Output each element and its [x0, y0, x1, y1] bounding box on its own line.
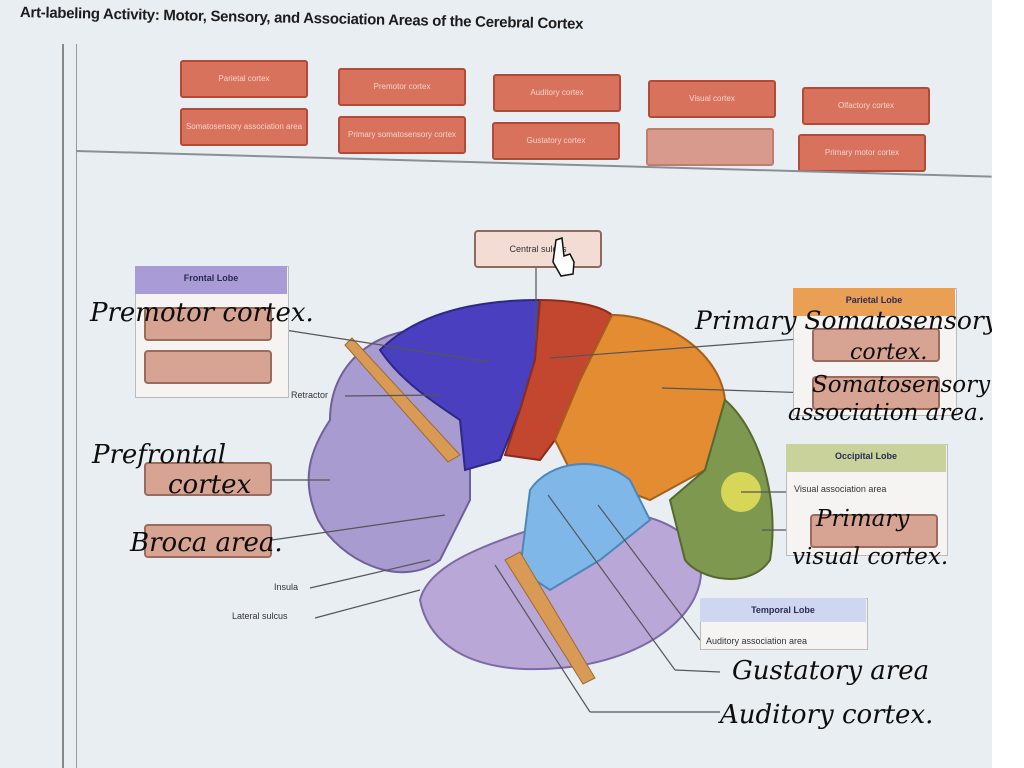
bank-chip[interactable]: Gustatory cortex	[492, 122, 620, 160]
handwritten-auditory: Auditory cortex.	[720, 700, 934, 730]
central-sulcus-label[interactable]: Central sulcus	[474, 230, 602, 268]
bank-chip[interactable]: Primary somatosensory cortex	[338, 116, 466, 154]
handwritten-prefrontal-1: Prefrontal	[92, 440, 227, 470]
handwritten-prefrontal-2: cortex	[168, 470, 252, 500]
drop-slot-primary-visual[interactable]	[810, 514, 938, 548]
drop-slot-premotor[interactable]	[144, 307, 272, 341]
visual-association-label: Visual association area	[794, 484, 887, 494]
parietal-lobe-heading: Parietal Lobe	[793, 288, 955, 316]
drop-slot-broca[interactable]	[144, 524, 272, 558]
drop-slot-somatosensory-association[interactable]	[812, 376, 940, 410]
bank-chip[interactable]: Primary motor cortex	[798, 134, 926, 172]
handwritten-premotor: Premotor cortex.	[90, 298, 314, 328]
leader-lines	[271, 268, 813, 713]
bank-chip[interactable]: Somatosensory association area	[180, 108, 308, 146]
auditory-association-label: Auditory association area	[706, 636, 808, 646]
handwritten-primary-somatosensory-1: Primary Somatosensory	[695, 306, 998, 335]
handwritten-somatosensory-2: association area.	[788, 400, 986, 426]
drop-slot-prefrontal[interactable]	[144, 462, 272, 496]
temporal-lobe-heading: Temporal Lobe	[700, 598, 866, 622]
drop-slot-frontal-2[interactable]	[144, 350, 272, 384]
bank-chip[interactable]: Premotor cortex	[338, 68, 466, 106]
handwritten-primary-visual-2: visual cortex.	[792, 544, 949, 570]
frame-line	[62, 44, 64, 768]
drop-slot-primary-somatosensory[interactable]	[812, 328, 940, 362]
primary-motor-region-shape	[503, 298, 614, 462]
bank-chip[interactable]: Visual cortex	[648, 80, 776, 118]
handwritten-primary-somatosensory-2: cortex.	[850, 340, 928, 365]
retractor-lower	[504, 551, 596, 685]
frame-line-inner	[76, 44, 77, 768]
bank-chip-empty[interactable]	[646, 128, 774, 166]
lateral-sulcus-label: Lateral sulcus	[232, 611, 288, 621]
handwritten-somatosensory-1: Somatosensory	[812, 372, 991, 398]
auditory-region-shape	[518, 463, 652, 592]
handwritten-primary-visual-1: Primary	[816, 506, 910, 532]
frontal-lobe-heading: Frontal Lobe	[135, 266, 287, 294]
bank-chip[interactable]: Auditory cortex	[493, 74, 621, 112]
screen-edge	[992, 0, 1024, 768]
occipital-lobe-heading: Occipital Lobe	[786, 444, 946, 472]
bank-chip[interactable]: Olfactory cortex	[802, 87, 930, 125]
handwritten-broca: Broca area.	[130, 528, 283, 558]
retractor-label: Retractor	[291, 390, 329, 400]
handwritten-gustatory: Gustatory area	[732, 656, 930, 686]
insula-label: Insula	[274, 582, 299, 592]
bank-chip[interactable]: Parietal cortex	[180, 60, 308, 98]
